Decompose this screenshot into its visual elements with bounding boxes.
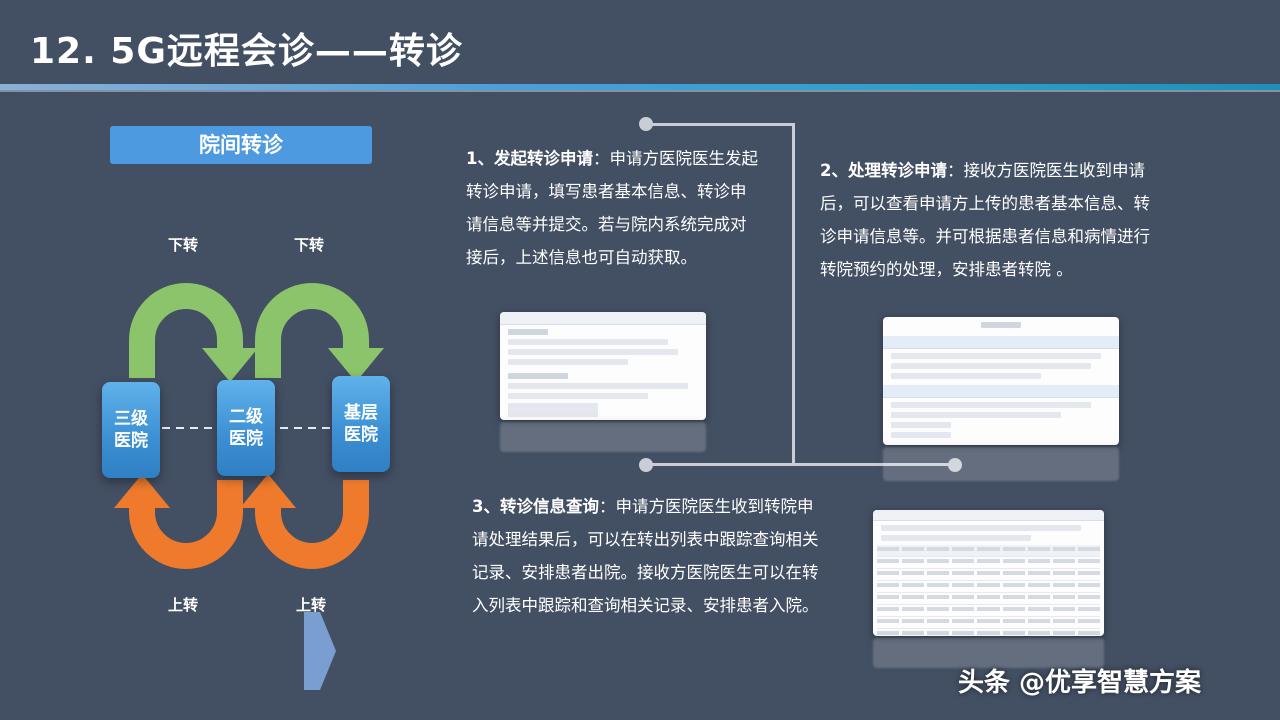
connector-line-top bbox=[646, 123, 794, 126]
step-2-description: 2、处理转诊申请：接收方医院医生收到申请后，可以查看申请方上传的患者基本信息、转… bbox=[820, 154, 1166, 286]
up-arrow-2 bbox=[255, 480, 369, 569]
up-arrow-1-head bbox=[114, 474, 170, 508]
step-2-heading: 2、处理转诊申请 bbox=[820, 161, 947, 180]
up-transfer-label-1: 上转 bbox=[168, 596, 199, 614]
page-title: 12. 5G远程会诊——转诊 bbox=[30, 31, 463, 72]
up-arrow-1 bbox=[129, 480, 243, 569]
down-transfer-label-1: 下转 bbox=[168, 236, 199, 254]
screenshot-process-form-reflection bbox=[883, 447, 1119, 481]
step-1-heading: 1、发起转诊申请 bbox=[466, 149, 593, 168]
step-1-description: 1、发起转诊申请：申请方医院医生发起转诊申请，填写患者基本信息、转诊申请信息等并… bbox=[466, 142, 761, 274]
down-arrow-1-head bbox=[202, 348, 258, 382]
down-transfer-label-2: 下转 bbox=[294, 236, 325, 254]
connector-dot-step2 bbox=[948, 458, 962, 472]
connector-dot-step3 bbox=[639, 458, 653, 472]
play-arrow-icon[interactable] bbox=[302, 610, 338, 692]
screenshot-process-form bbox=[883, 317, 1119, 445]
step-3-description: 3、转诊信息查询：申请方医院医生收到转院申请处理结果后，可以在转出列表中跟踪查询… bbox=[472, 490, 822, 622]
step-3-heading: 3、转诊信息查询 bbox=[472, 497, 599, 516]
screenshot-apply-form-reflection bbox=[500, 422, 706, 452]
title-underline-highlight bbox=[0, 90, 1280, 92]
transfer-diagram bbox=[114, 283, 384, 569]
step-2-body: 接收方医院医生收到申请后，可以查看申请方上传的患者基本信息、转诊申请信息等。并可… bbox=[820, 161, 1150, 279]
connector-dot-step1 bbox=[639, 117, 653, 131]
up-transfer-label-2: 上转 bbox=[296, 596, 327, 614]
down-arrow-1 bbox=[129, 283, 243, 378]
section-label: 院间转诊 bbox=[110, 126, 372, 164]
step-2-sep: ： bbox=[946, 161, 964, 180]
up-arrow-2-head bbox=[240, 474, 296, 508]
down-arrow-2-head bbox=[328, 348, 384, 382]
watermark: 头条 @优享智慧方案 bbox=[958, 668, 1202, 698]
hospital-primary: 基层 医院 bbox=[332, 376, 390, 472]
down-arrow-2 bbox=[255, 283, 369, 378]
connector-line-bottom bbox=[646, 463, 956, 466]
connector-line-vertical bbox=[792, 123, 795, 465]
step-3-sep: ： bbox=[598, 497, 616, 516]
step-3-body: 申请方医院医生收到转院申请处理结果后，可以在转出列表中跟踪查询相关记录、安排患者… bbox=[472, 497, 819, 615]
step-1-body: 申请方医院医生发起转诊申请，填写患者基本信息、转诊申请信息等并提交。若与院内系统… bbox=[466, 149, 758, 267]
title-underline bbox=[0, 84, 1280, 90]
hospital-secondary: 二级 医院 bbox=[217, 380, 275, 476]
hospital-tertiary: 三级 医院 bbox=[102, 382, 160, 478]
screenshot-query-list bbox=[873, 510, 1104, 636]
step-1-sep: ： bbox=[592, 149, 610, 168]
screenshot-apply-form bbox=[500, 312, 706, 420]
